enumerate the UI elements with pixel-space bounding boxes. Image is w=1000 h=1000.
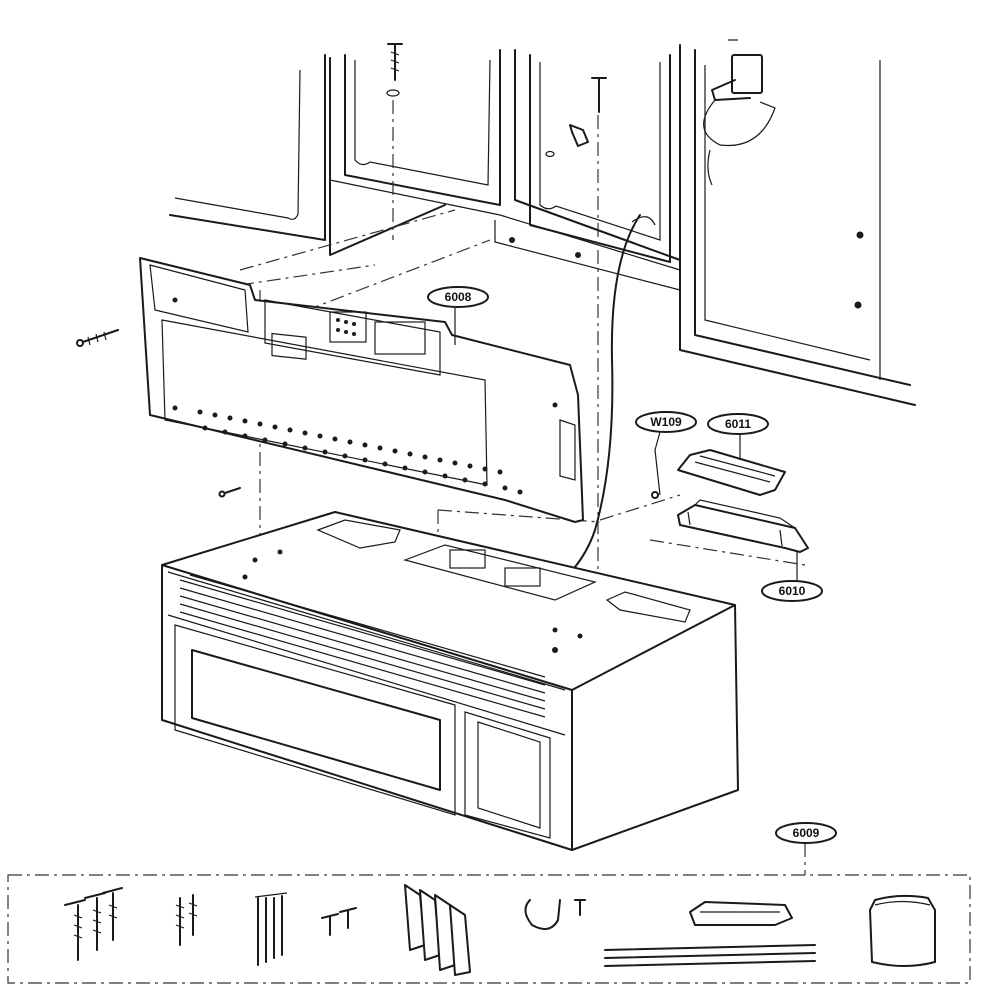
cord-clamp xyxy=(524,899,586,930)
long-bolts xyxy=(254,892,288,966)
callout-6009-label: 6009 xyxy=(793,826,820,840)
microwave-oven xyxy=(161,511,739,851)
plate-holes xyxy=(172,297,558,495)
damper-connector xyxy=(689,901,793,926)
foam-strips xyxy=(604,944,816,967)
small-screws xyxy=(321,907,357,936)
mounting-plate xyxy=(76,257,584,523)
exhaust-damper xyxy=(677,449,786,496)
callout-6009: 6009 xyxy=(775,822,837,844)
callout-6010-label: 6010 xyxy=(779,584,806,598)
damper-housing xyxy=(677,499,809,553)
lag-screws xyxy=(64,887,123,961)
callout-6008-label: 6008 xyxy=(445,290,472,304)
callout-6008: 6008 xyxy=(427,286,489,345)
hardware-kit-box xyxy=(7,843,971,984)
vent-grille xyxy=(179,574,546,718)
callout-w109: W109 xyxy=(635,411,697,451)
toggle-bolts xyxy=(175,894,198,946)
hardware-bag xyxy=(869,894,936,967)
callout-6010: 6010 xyxy=(761,552,823,602)
wing-nuts xyxy=(404,884,471,976)
ground-wire xyxy=(654,449,661,496)
top-mounting-bolts xyxy=(386,43,607,158)
callout-6011-label: 6011 xyxy=(725,417,751,431)
power-cord xyxy=(534,214,641,601)
callout-6011: 6011 xyxy=(707,413,769,460)
callout-w109-label: W109 xyxy=(650,415,682,429)
wall-cabinets xyxy=(169,39,916,406)
